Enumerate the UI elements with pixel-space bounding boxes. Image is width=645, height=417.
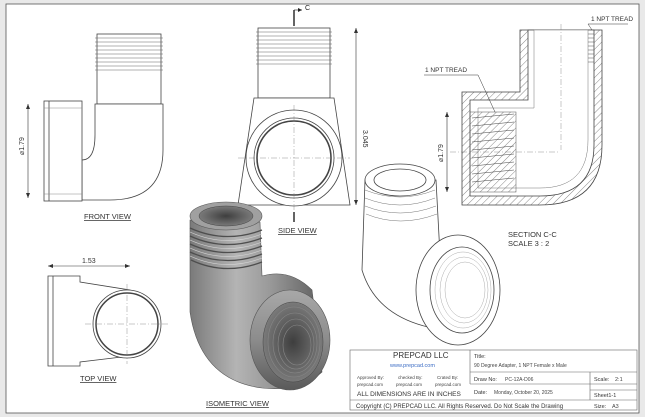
sheet-value: Sheet1-1 bbox=[594, 393, 616, 399]
title-value: 90 Degree Adapter, 1 NPT Female x Male bbox=[474, 363, 567, 369]
checked-value: prepcad.com bbox=[396, 382, 422, 387]
top-view bbox=[47, 264, 170, 367]
section-dia-dimension: ⌀1.79 bbox=[438, 144, 445, 162]
side-view-label: SIDE VIEW bbox=[278, 226, 318, 235]
title-label: Title: bbox=[474, 354, 486, 360]
section-label: SECTION C-C bbox=[508, 230, 557, 239]
side-height-dimension: 3.045 bbox=[361, 130, 368, 148]
created-label: Crated By: bbox=[437, 375, 458, 380]
outline-iso-view bbox=[361, 163, 501, 346]
size-value: A3 bbox=[612, 404, 619, 410]
npt-top-callout: 1 NPT TREAD bbox=[591, 16, 633, 23]
iso-view-label: ISOMETRIC VIEW bbox=[206, 399, 270, 408]
side-view bbox=[237, 8, 358, 222]
scale-value: 2:1 bbox=[615, 377, 623, 383]
scale-label: Scale: bbox=[594, 377, 610, 383]
section-scale-label: SCALE 3 : 2 bbox=[508, 239, 549, 248]
checked-label: checked By: bbox=[398, 375, 423, 380]
created-value: prepcad.com bbox=[435, 382, 461, 387]
approved-value: prepcad.com bbox=[357, 382, 383, 387]
front-view bbox=[26, 33, 164, 202]
front-view-label: FRONT VIEW bbox=[84, 212, 132, 221]
date-label: Date: bbox=[474, 390, 488, 396]
approved-label: Approved By: bbox=[357, 375, 384, 380]
date-value: Monday, October 20, 2025 bbox=[494, 390, 553, 396]
company-website[interactable]: www.prepcad.com bbox=[389, 363, 435, 369]
size-label: Size: bbox=[594, 404, 607, 410]
top-view-label: TOP VIEW bbox=[80, 374, 117, 383]
section-view bbox=[424, 23, 628, 206]
company-name: PREPCAD LLC bbox=[393, 351, 449, 360]
section-cut-mark: C bbox=[305, 5, 310, 12]
draw-no-label: Draw No: bbox=[474, 377, 497, 383]
top-width-dimension: 1.53 bbox=[82, 258, 96, 265]
front-dia-dimension: ⌀1.79 bbox=[19, 137, 26, 155]
units-note: ALL DIMENSIONS ARE IN INCHES bbox=[357, 391, 461, 398]
npt-mid-callout: 1 NPT TREAD bbox=[425, 67, 467, 74]
draw-no-value: PC-12A-D06 bbox=[505, 377, 534, 383]
title-block bbox=[349, 349, 638, 411]
copyright-note: Copyright (C) PREPCAD LLC. All Rights Re… bbox=[356, 404, 563, 410]
shaded-iso-view bbox=[189, 201, 331, 391]
